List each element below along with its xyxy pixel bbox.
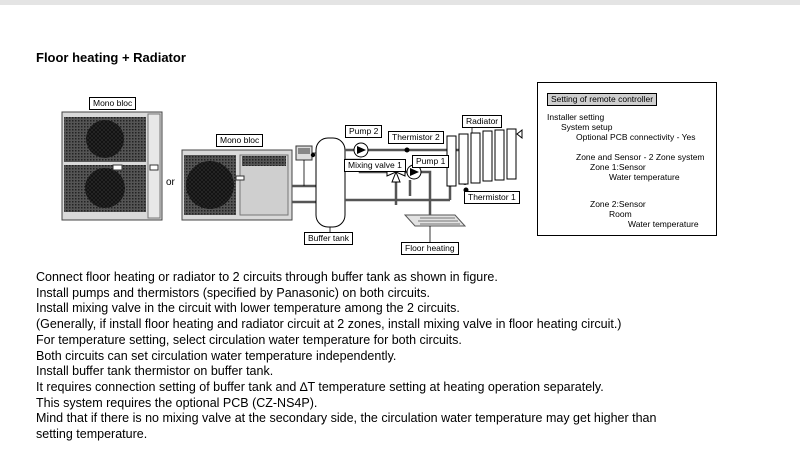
floor-heating-label: Floor heating xyxy=(401,242,459,255)
setting-line: Zone 2:Sensor xyxy=(590,199,646,209)
setting-line: Zone and Sensor - 2 Zone system xyxy=(576,152,705,162)
mono-bloc-small-unit xyxy=(181,149,293,221)
note-line: Install buffer tank thermistor on buffer… xyxy=(36,364,274,379)
primary-pipes xyxy=(292,184,316,204)
note-line: Connect floor heating or radiator to 2 c… xyxy=(36,270,498,284)
note-line: Mind that if there is no mixing valve at… xyxy=(36,411,657,426)
thermistor-2-sensor xyxy=(404,147,410,153)
note-line: It requires connection setting of buffer… xyxy=(36,379,604,394)
setting-line: Installer setting xyxy=(547,112,605,122)
top-bar xyxy=(0,0,800,5)
instruction-notes: Connect floor heating or radiator to 2 c… xyxy=(36,270,776,443)
setting-line: Zone 1:Sensor xyxy=(590,162,646,172)
radiator-unit xyxy=(446,128,523,187)
floor-heating-coil xyxy=(403,214,467,242)
setting-line: Water temperature xyxy=(609,172,680,182)
thermistor-1-label: Thermistor 1 xyxy=(464,191,520,204)
note-line: This system requires the optional PCB (C… xyxy=(36,395,318,410)
buffer-tank-label: Buffer tank xyxy=(304,232,353,245)
note-line: Install pumps and thermistors (specified… xyxy=(36,285,430,300)
note-line: Both circuits can set circulation water … xyxy=(36,348,397,363)
remote-controller-settings-panel: Setting of remote controller Installer s… xyxy=(537,82,717,236)
thermistor-2-label: Thermistor 2 xyxy=(388,131,444,144)
note-line: (Generally, if install floor heating and… xyxy=(36,317,622,332)
remote-controller-icon xyxy=(295,145,313,161)
setting-line: Water temperature xyxy=(628,219,699,229)
pump-2-label: Pump 2 xyxy=(345,125,383,138)
note-line: For temperature setting, select circulat… xyxy=(36,332,462,347)
pump-1-label: Pump 1 xyxy=(412,155,450,168)
setting-line: System setup xyxy=(561,122,613,132)
mono-bloc-large-unit xyxy=(61,111,163,221)
pump-2-symbol xyxy=(353,142,369,158)
or-label: or xyxy=(166,177,175,188)
setting-line: Room xyxy=(609,209,632,219)
page-title: Floor heating + Radiator xyxy=(36,50,186,65)
setting-line: Optional PCB connectivity - Yes xyxy=(576,132,696,142)
mixing-valve-1-label: Mixing valve 1 xyxy=(344,159,406,172)
note-line: setting temperature. xyxy=(36,427,148,442)
settings-header: Setting of remote controller xyxy=(547,93,658,106)
buffer-tank xyxy=(310,137,346,232)
mono-bloc-large-label: Mono bloc xyxy=(89,97,137,110)
note-line: Install mixing valve in the circuit with… xyxy=(36,301,460,316)
mono-bloc-small-label: Mono bloc xyxy=(216,134,264,147)
radiator-label: Radiator xyxy=(462,115,503,128)
